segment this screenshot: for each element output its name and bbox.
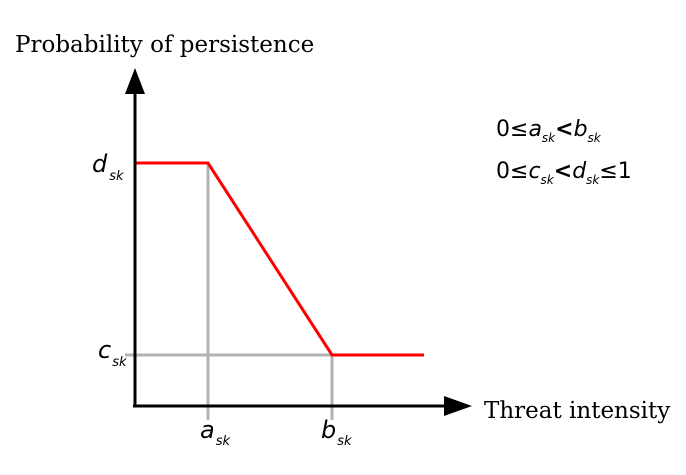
c1-lt: < — [555, 117, 573, 142]
c2-zero: 0 — [496, 159, 510, 184]
c2-one: 1 — [618, 159, 632, 184]
tick-c-sub: sk — [112, 355, 127, 370]
y-axis-arrowhead — [125, 68, 145, 94]
c1-zero: 0 — [496, 117, 510, 142]
c1-a-sub: sk — [542, 131, 556, 145]
tick-label-b: bsk — [321, 416, 352, 449]
constraint-a-b: 0≤ask<bsk — [496, 117, 602, 145]
tick-label-a: ask — [200, 416, 230, 449]
y-axis-label: Probability of persistence — [15, 32, 314, 58]
c2-lt: < — [554, 159, 572, 184]
c2-le2: ≤ — [599, 159, 617, 184]
tick-label-c: csk — [98, 336, 127, 370]
constraint-c-d: 0≤csk<dsk≤1 — [496, 159, 632, 187]
c1-b-sub: sk — [588, 131, 602, 145]
c2-c-sub: sk — [541, 173, 555, 187]
c2-d-sub: sk — [586, 173, 600, 187]
tick-b-sub: sk — [337, 434, 352, 449]
x-axis-arrowhead — [444, 396, 472, 416]
tick-d-base: d — [92, 150, 108, 178]
tick-a-base: a — [200, 416, 215, 444]
c2-d: d — [572, 159, 587, 184]
persistence-curve — [135, 161, 424, 357]
c2-le: ≤ — [510, 159, 528, 184]
tick-c-base: c — [98, 336, 111, 364]
c1-a: a — [528, 117, 541, 142]
tick-b-base: b — [321, 416, 336, 444]
x-axis-label: Threat intensity — [484, 398, 670, 424]
tick-a-sub: sk — [216, 434, 231, 449]
c2-c: c — [528, 159, 540, 184]
c1-b: b — [574, 117, 588, 142]
tick-d-sub: sk — [109, 169, 124, 184]
c1-le: ≤ — [510, 117, 528, 142]
